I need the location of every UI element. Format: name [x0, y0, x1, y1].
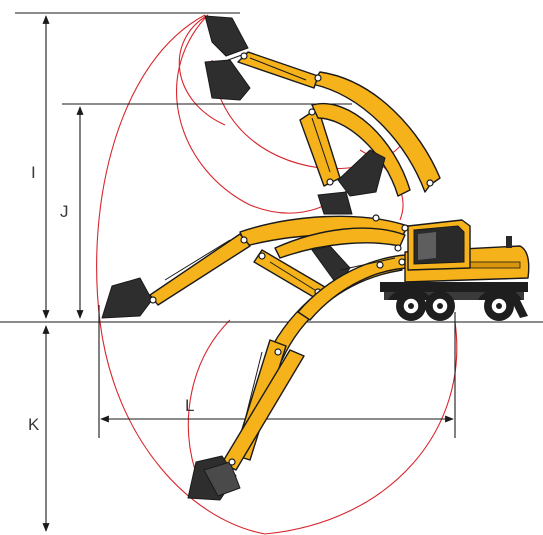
lower-reach-curve	[264, 321, 458, 535]
boom-main	[297, 254, 413, 321]
label-k: K	[28, 415, 40, 434]
boom-main-rising	[297, 254, 413, 321]
dimension-lines	[0, 12, 543, 532]
boom-position-horizontal-reach	[101, 214, 409, 319]
bucket-mid-high	[337, 149, 386, 197]
excavator-body	[380, 219, 530, 300]
label-i: I	[31, 163, 36, 182]
boom-position-max-height	[204, 15, 441, 193]
ground-dig-arc	[187, 319, 231, 471]
boom-position-deep-dig	[187, 257, 403, 501]
bucket-ground-left	[101, 277, 153, 319]
label-j: J	[60, 202, 69, 221]
stick-upper	[237, 51, 319, 89]
front-wheel	[396, 291, 426, 321]
boom-joints	[376, 224, 409, 269]
bucket-top	[204, 15, 249, 57]
bucket-top-curled	[204, 59, 251, 101]
wheels	[396, 290, 528, 321]
front-wheel-pair	[425, 291, 455, 321]
bucket-arc-top	[178, 14, 226, 126]
rear-wheel	[484, 291, 514, 321]
label-l: L	[185, 396, 194, 415]
stick-horizontal	[149, 233, 251, 306]
stabilizer	[508, 290, 528, 318]
dimension-labels: I J K L	[28, 163, 194, 434]
boom-position-mid-high	[299, 102, 411, 215]
chassis-frame	[380, 282, 528, 292]
